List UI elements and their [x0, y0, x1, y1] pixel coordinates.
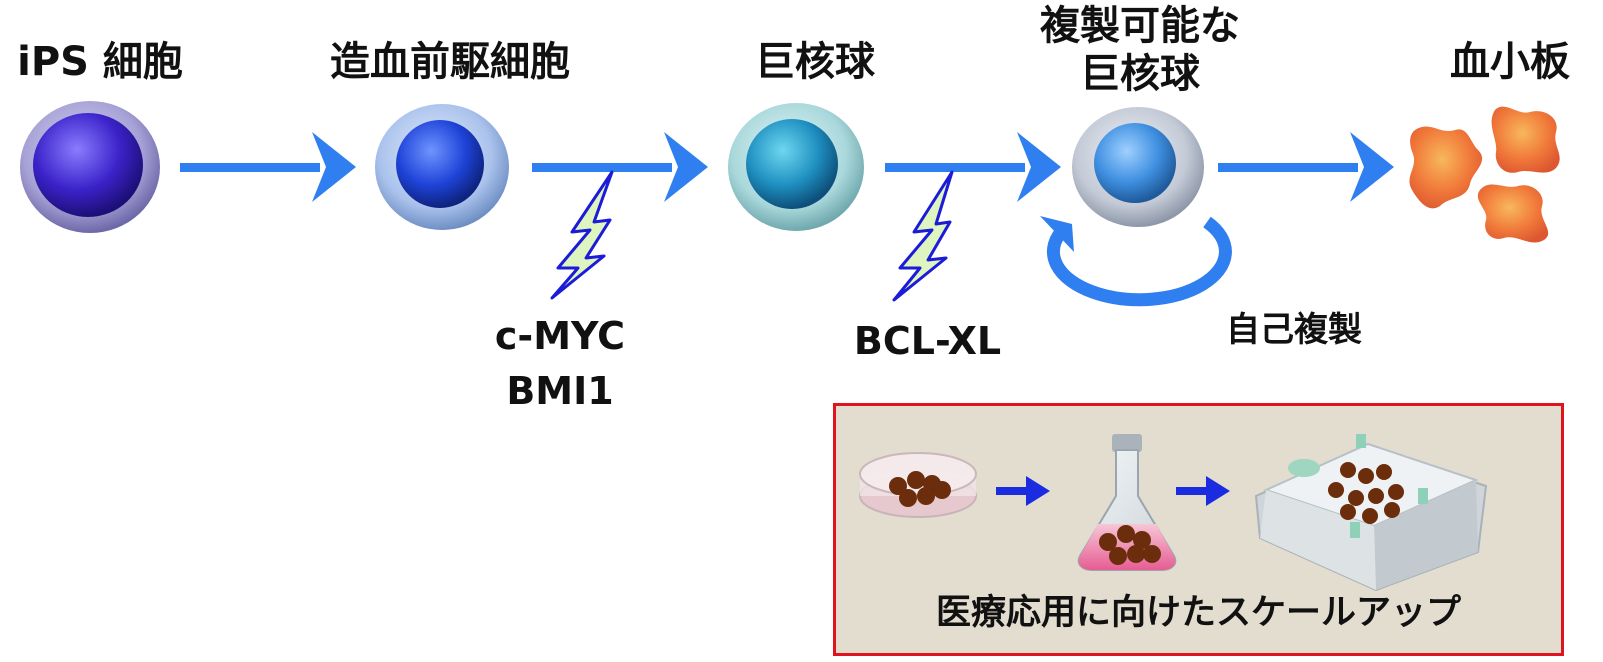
stage-label-megakaryocyte: 巨核球 — [755, 39, 875, 85]
cell-ips — [20, 101, 160, 233]
arrow-megakaryocyte-to-self-renewing — [885, 132, 1061, 202]
arrow-ips-to-progenitor — [180, 132, 356, 202]
lightning-bolt-icon — [550, 170, 614, 300]
self-renewal-loop-arrow — [1040, 216, 1232, 307]
scale-up-illustration — [859, 434, 1488, 592]
factor-label-c-myc: c-MYC — [494, 314, 626, 358]
arrow-icon — [996, 476, 1050, 506]
factor-label-bmi1: BMI1 — [506, 369, 614, 413]
stage-label-self-renewing-line1: 複製可能な — [1040, 3, 1240, 49]
culture-flask-icon — [1077, 434, 1177, 571]
stage-label-ips: iPS 細胞 — [17, 39, 183, 85]
bioreactor-plate-icon — [1254, 434, 1488, 592]
scale-up-panel: 医療応用に向けたスケールアップ — [833, 403, 1564, 656]
platelet-cluster — [1409, 106, 1560, 243]
lightning-bolt-icon — [892, 170, 954, 302]
cell-self-renewing-megakaryocyte — [1072, 107, 1204, 227]
cell-megakaryocyte — [728, 103, 864, 231]
self-renewal-label: 自己複製 — [1226, 310, 1362, 350]
stage-label-progenitor: 造血前駆細胞 — [330, 39, 570, 85]
cell-progenitor — [375, 104, 509, 230]
stage-label-platelet: 血小板 — [1450, 39, 1570, 85]
arrow-icon — [1176, 476, 1230, 506]
scale-up-caption: 医療応用に向けたスケールアップ — [935, 593, 1461, 633]
arrow-self-renewing-to-platelet — [1218, 132, 1394, 202]
petri-dish-icon — [859, 452, 977, 518]
stage-label-self-renewing-line2: 巨核球 — [1080, 51, 1200, 97]
factor-label-bcl-xl: BCL-XL — [853, 319, 1002, 363]
arrow-progenitor-to-megakaryocyte — [532, 132, 708, 202]
